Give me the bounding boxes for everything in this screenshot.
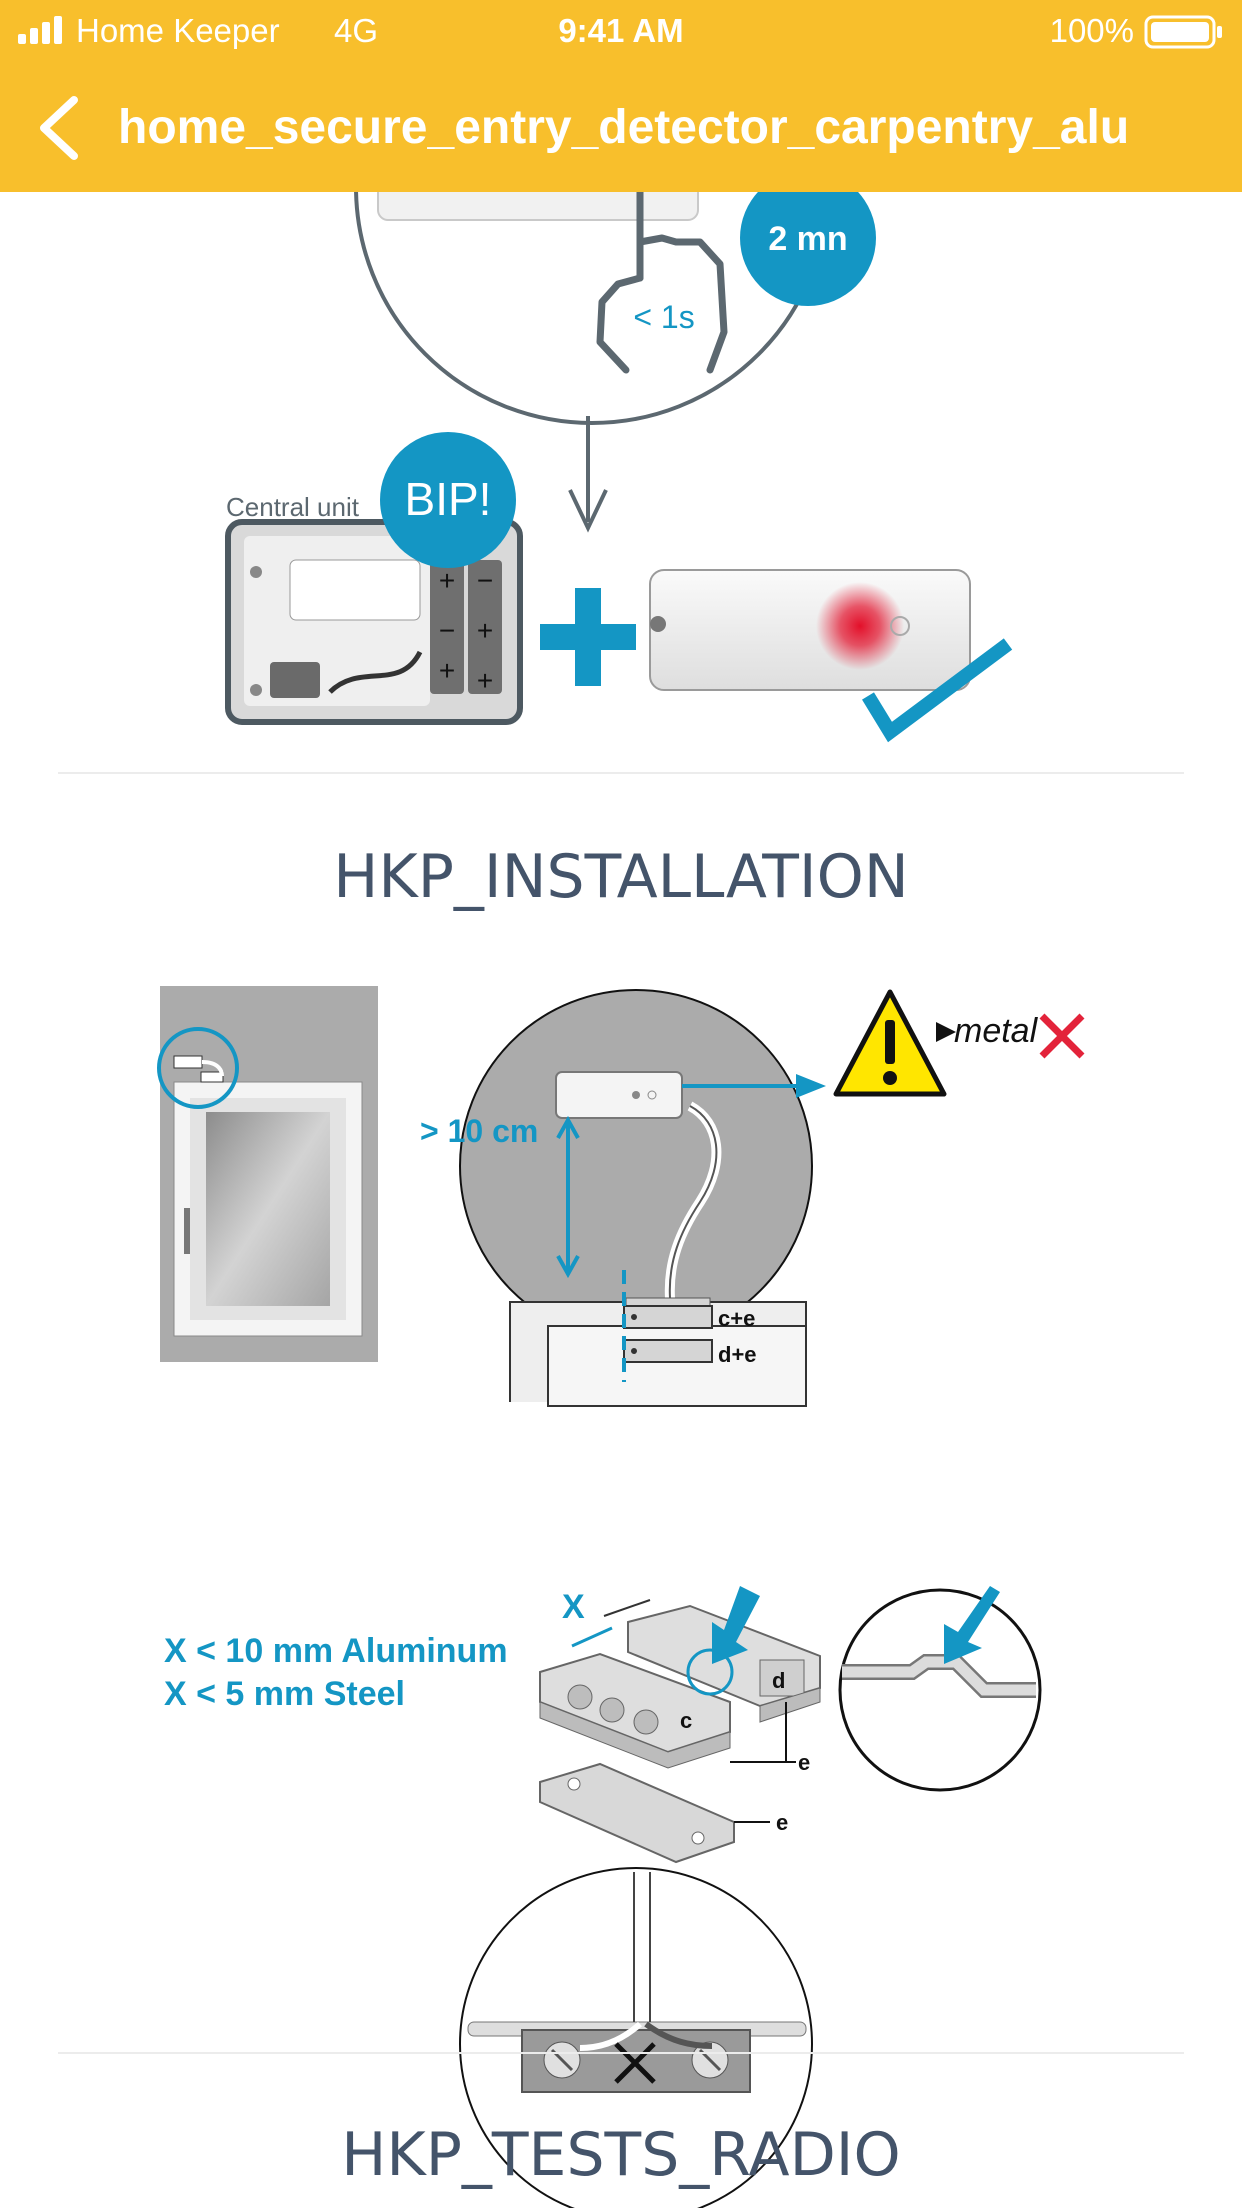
status-bar: Home Keeper 4G 9:41 AM 100% [0, 0, 1242, 62]
svg-text:−: − [439, 615, 455, 646]
installation-zoom-diagram: > 10 cm c+e d+e [420, 989, 826, 1407]
bip-label: BIP! [405, 473, 492, 525]
gap-x-label: X [562, 1588, 585, 1626]
metal-label: metal [954, 1012, 1039, 1050]
magnet-parts-diagram: X d c e e [539, 1586, 821, 1864]
part-e-label-1: e [798, 1750, 810, 1775]
gap-zoom-diagram [838, 1586, 1042, 1792]
central-unit-label: Central unit [226, 492, 360, 522]
installation-illustration: > 10 cm c+e d+e metal X < 10 mm Aluminum… [157, 986, 1085, 2208]
press-duration-label: < 1s [633, 299, 694, 335]
plus-icon [540, 588, 636, 686]
page-title: home_secure_entry_detector_carpentry_alu [118, 101, 1130, 154]
battery-percentage: 100% [1049, 12, 1134, 49]
gap-aluminum-label: X < 10 mm Aluminum [164, 1632, 508, 1670]
svg-text:−: − [477, 565, 493, 596]
part-e-label-2: e [776, 1810, 788, 1835]
app-header: Home Keeper 4G 9:41 AM 100% home_secure_… [0, 0, 1242, 192]
distance-label: > 10 cm [420, 1113, 538, 1149]
svg-text:+: + [439, 565, 455, 596]
svg-text:+: + [439, 655, 455, 686]
section-divider [58, 2052, 1184, 2054]
checkmark-icon [862, 638, 1013, 743]
network-type: 4G [334, 12, 379, 49]
carrier-name: Home Keeper [76, 12, 280, 49]
magnet-label-de: d+e [718, 1342, 757, 1367]
back-chevron-icon[interactable] [30, 92, 90, 164]
hand-press-icon [596, 192, 728, 374]
timer-badge [740, 192, 876, 306]
part-d-label: d [772, 1668, 785, 1693]
bip-badge [380, 432, 516, 568]
window-diagram [157, 986, 378, 1362]
battery-icon [1144, 15, 1222, 49]
signal-strength-icon [18, 16, 62, 44]
pairing-illustration: < 1s 2 mn Central unit + − − + + + BIP [225, 192, 1013, 743]
magnet-label-ce: c+e [718, 1306, 755, 1331]
detector-top-view [377, 192, 699, 221]
central-unit-image: + − − + + + [225, 519, 523, 725]
wire-routing-diagram [459, 1867, 813, 2208]
metal-warning-icon: metal [833, 989, 1085, 1097]
svg-text:+: + [477, 665, 493, 696]
section-divider [58, 772, 1184, 774]
section-title-tests-radio: HKP_TESTS_RADIO [341, 2120, 901, 2190]
section-title-installation: HKP_INSTALLATION [333, 842, 909, 912]
part-c-label: c [680, 1708, 692, 1733]
timer-label: 2 mn [768, 220, 847, 258]
instruction-scroll-view[interactable]: < 1s 2 mn Central unit + − − + + + BIP [0, 192, 1242, 2208]
svg-text:+: + [477, 615, 493, 646]
detector-led-image [649, 569, 971, 691]
status-time: 9:41 AM [558, 12, 684, 49]
gap-steel-label: X < 5 mm Steel [164, 1675, 405, 1713]
zoom-circle [354, 192, 830, 425]
